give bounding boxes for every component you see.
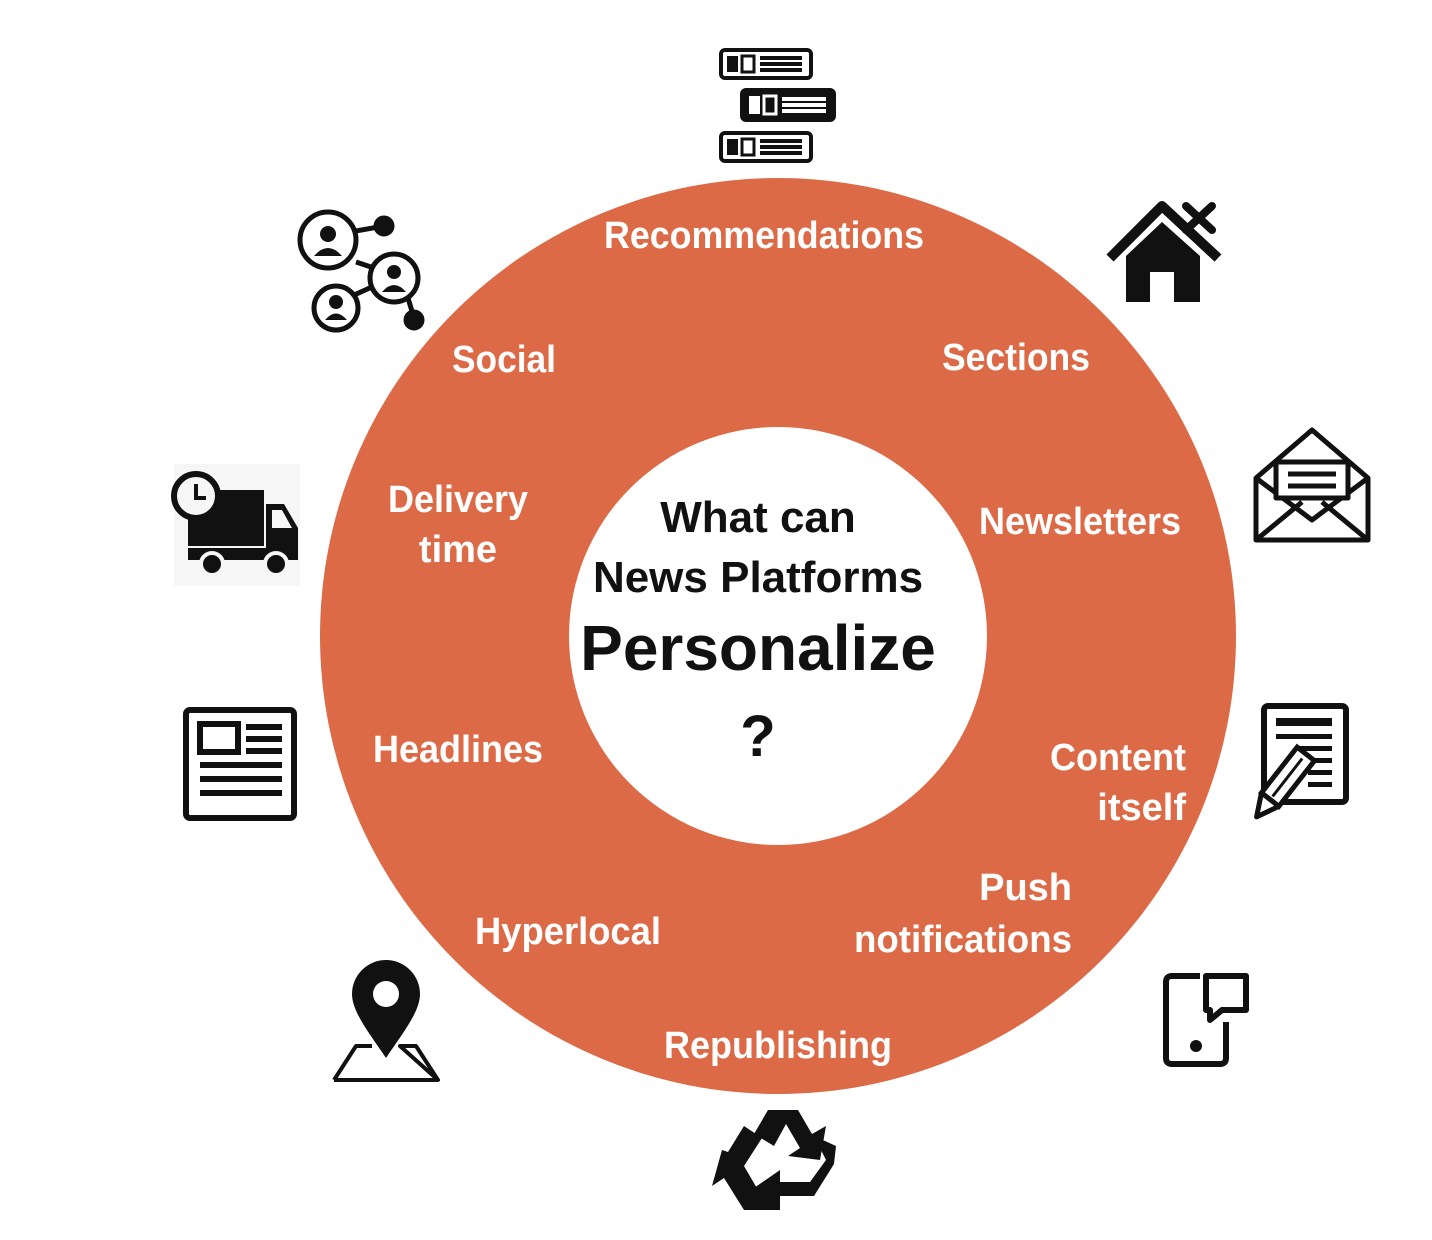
envelope-icon (1253, 427, 1371, 543)
label-newsletters: Newsletters (979, 501, 1181, 543)
map-pin-icon (332, 960, 440, 1082)
title-line-4: ? (740, 704, 775, 769)
delivery-truck-icon (171, 464, 300, 586)
label-social: Social (452, 339, 556, 381)
recycle-icon (712, 1110, 836, 1210)
center-title: What can News Platforms Personalize ? (580, 493, 936, 769)
label-content-line-2: itself (1097, 787, 1186, 829)
title-line-1: What can (660, 493, 856, 542)
segment-labels: Recommendations Sections Newsletters Con… (373, 215, 1186, 1067)
label-content-line-1: Content (1050, 737, 1186, 779)
phone-message-icon (1163, 973, 1249, 1067)
label-sections: Sections (942, 337, 1090, 379)
home-remove-icon (1106, 201, 1222, 302)
label-push-line-2: notifications (854, 919, 1072, 961)
social-network-icon (297, 209, 425, 333)
newspaper-icon (183, 707, 297, 821)
title-line-2: News Platforms (593, 553, 923, 602)
document-edit-icon (1254, 703, 1349, 820)
label-recommendations: Recommendations (604, 215, 924, 257)
label-headlines: Headlines (373, 729, 543, 771)
center-circle (569, 427, 987, 845)
article-list-icon (719, 48, 836, 163)
label-push-line-1: Push (979, 867, 1072, 909)
label-hyperlocal: Hyperlocal (475, 911, 661, 953)
label-delivery-line-2: time (419, 529, 497, 571)
title-line-3: Personalize (580, 612, 936, 684)
label-delivery-line-1: Delivery (388, 479, 528, 521)
label-republishing: Republishing (664, 1025, 892, 1067)
